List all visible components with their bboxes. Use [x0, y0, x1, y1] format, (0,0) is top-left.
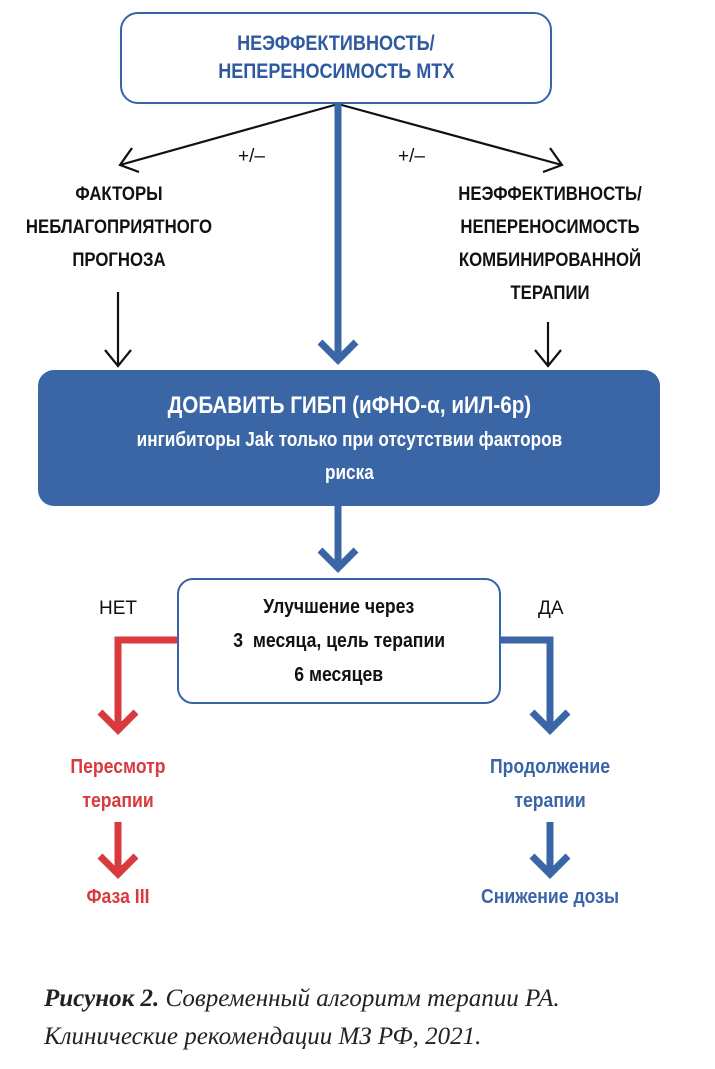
main-action-box: ДОБАВИТЬ ГИБП (иФНО-α, иИЛ-6р) ингибитор… — [38, 370, 660, 506]
main-box-line1: ДОБАВИТЬ ГИБП (иФНО-α, иИЛ-6р) — [167, 392, 531, 419]
left-factors-line1: ФАКТОРЫ — [75, 183, 163, 205]
top-box-line2: НЕПЕРЕНОСИМОСТЬ МТХ — [217, 60, 455, 83]
top-box-line1: НЕЭФФЕКТИВНОСТЬ/ — [237, 32, 435, 55]
arrow-to-right-factors — [337, 102, 564, 174]
left-factors-line2: НЕБЛАГОПРИЯТНОГО — [25, 216, 213, 238]
evaluation-box: Улучшение через 3 месяца, цель терапии 6… — [177, 578, 501, 704]
arrow-right-factors-to-main — [534, 322, 562, 368]
continue-therapy-line1: Продолжение — [489, 755, 611, 778]
no-branch-label: НЕТ — [99, 598, 137, 619]
right-factors-line3: КОМБИНИРОВАННОЙ — [458, 249, 642, 271]
figure-caption: Рисунок 2. Современный алгоритм терапии … — [44, 980, 704, 1056]
yes-branch-label: ДА — [538, 598, 564, 619]
phase-three-label: Фаза III — [18, 880, 218, 914]
continue-therapy-line2: терапии — [514, 789, 586, 812]
caption-text-line2: Клинические рекомендации МЗ РФ, 2021. — [44, 1023, 482, 1050]
right-factors-line1: НЕЭФФЕКТИВНОСТЬ/ — [458, 183, 642, 205]
eval-box-line3: 6 месяцев — [294, 663, 384, 686]
arrow-continue-to-reduce — [529, 822, 571, 879]
arrow-left-factors-to-main — [104, 292, 132, 368]
dose-reduction-label: Снижение дозы — [440, 880, 660, 914]
main-box-line3: риска — [324, 462, 374, 484]
arrow-yes-branch — [501, 636, 571, 735]
right-plus-minus: +/– — [398, 146, 425, 167]
arrow-no-branch — [97, 636, 177, 735]
arrow-top-to-main — [317, 104, 359, 365]
top-box-mtx-failure: НЕЭФФЕКТИВНОСТЬ/ НЕПЕРЕНОСИМОСТЬ МТХ — [120, 12, 552, 104]
left-factors-line3: ПРОГНОЗА — [72, 249, 166, 271]
arrow-to-left-factors — [118, 102, 339, 174]
caption-figure-label: Рисунок 2. — [44, 985, 160, 1012]
dose-reduction-text: Снижение дозы — [480, 885, 620, 908]
arrow-review-to-phase3 — [97, 822, 139, 879]
continue-therapy-label: Продолжение терапии — [440, 750, 660, 818]
review-therapy-line1: Пересмотр — [70, 755, 166, 778]
eval-box-line1: Улучшение через — [263, 595, 415, 618]
arrow-main-to-eval — [317, 506, 359, 573]
eval-box-line2: 3 месяца, цель терапии — [233, 629, 445, 652]
right-factors-label: НЕЭФФЕКТИВНОСТЬ/ НЕПЕРЕНОСИМОСТЬ КОМБИНИ… — [432, 178, 668, 310]
review-therapy-label: Пересмотр терапии — [18, 750, 218, 818]
phase-three-text: Фаза III — [86, 885, 150, 908]
right-factors-line2: НЕПЕРЕНОСИМОСТЬ — [460, 216, 640, 238]
main-box-line2: ингибиторы Jak только при отсутствии фак… — [136, 429, 562, 451]
right-factors-line4: ТЕРАПИИ — [510, 282, 590, 304]
left-plus-minus: +/– — [238, 146, 265, 167]
caption-line1: Рисунок 2. Современный алгоритм терапии … — [44, 980, 704, 1018]
caption-text-line1: Современный алгоритм терапии РА. — [165, 985, 560, 1012]
review-therapy-line2: терапии — [82, 789, 154, 812]
left-factors-label: ФАКТОРЫ НЕБЛАГОПРИЯТНОГО ПРОГНОЗА — [8, 178, 230, 277]
